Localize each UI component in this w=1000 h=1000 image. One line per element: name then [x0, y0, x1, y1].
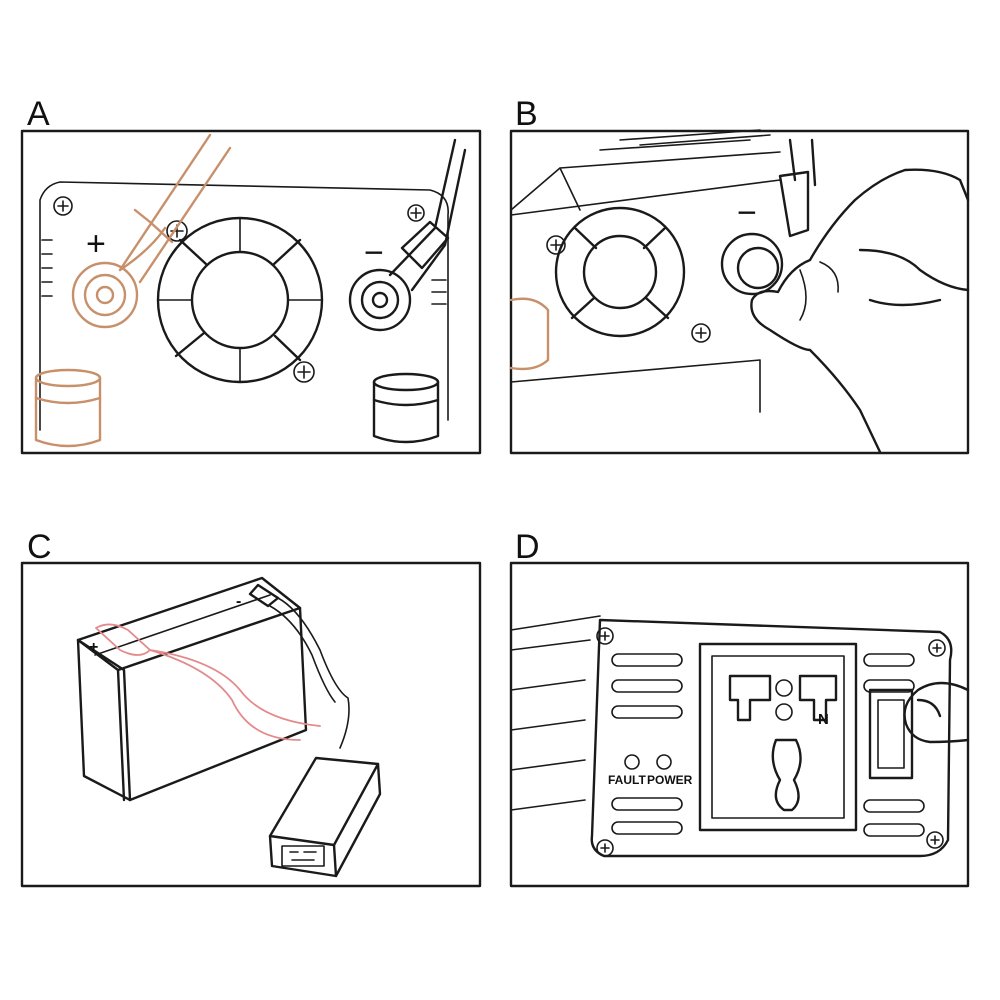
inverter-bottom-b	[510, 359, 761, 413]
black-wire	[269, 597, 350, 749]
inverter-edge-b	[510, 179, 781, 216]
screw-icon	[596, 839, 614, 857]
neutral-label: N	[818, 711, 829, 728]
power-indicator-icon	[656, 754, 672, 770]
panel-a-letter: A	[27, 95, 50, 133]
plus-label: +	[86, 225, 106, 263]
finger-d	[903, 681, 970, 744]
battery-plus-label: +	[89, 639, 98, 656]
panel-d-frame	[509, 561, 970, 888]
hand-b	[750, 168, 970, 454]
panel-c-letter: C	[27, 528, 52, 566]
panel-b: −	[509, 129, 970, 455]
vent-slots	[41, 239, 53, 297]
vent-slots	[431, 279, 447, 305]
foot-copper-b	[509, 297, 550, 371]
battery	[76, 576, 308, 802]
minus-label: −	[737, 194, 757, 232]
panel-d: FAULT POWER N	[509, 561, 970, 888]
small-inverter	[268, 756, 382, 878]
power-switch	[868, 688, 914, 780]
fan-grille	[554, 206, 686, 338]
panel-d-letter: D	[515, 528, 540, 566]
panel-c-frame	[20, 561, 482, 888]
panel-a: + −	[20, 129, 482, 455]
heat-sink-fins	[510, 615, 601, 811]
ac-socket	[698, 642, 858, 832]
screw-icon	[293, 361, 315, 383]
red-wire	[149, 649, 321, 741]
positive-cable	[118, 133, 232, 284]
foot-left	[34, 368, 102, 448]
screw-icon	[596, 627, 614, 645]
screw-icon	[53, 196, 73, 216]
panel-a-frame	[20, 129, 482, 455]
fingers-b	[799, 261, 839, 321]
panel-b-letter: B	[515, 95, 538, 133]
front-plate	[590, 618, 953, 858]
screw-icon	[928, 639, 946, 657]
negative-cable	[388, 138, 467, 292]
black-clamp	[248, 583, 280, 608]
minus-label: −	[364, 234, 384, 272]
positive-terminal	[71, 261, 139, 329]
negative-cable-b	[778, 138, 817, 238]
fan-grille	[156, 216, 324, 384]
battery-minus-label: -	[236, 593, 241, 610]
power-label: POWER	[647, 773, 693, 787]
fault-label: FAULT	[608, 773, 646, 787]
panel-c: + -	[20, 561, 482, 888]
negative-terminal	[720, 232, 784, 296]
screw-icon	[691, 323, 711, 343]
foot-right	[372, 372, 440, 444]
negative-terminal	[348, 268, 412, 332]
vent-slots	[611, 653, 925, 837]
inverter-body-a	[39, 181, 449, 431]
heat-sink-fins	[510, 129, 781, 211]
screw-icon	[407, 204, 425, 222]
screw-icon	[926, 831, 944, 849]
screw-icon	[546, 235, 566, 255]
fault-indicator-icon	[624, 754, 640, 770]
